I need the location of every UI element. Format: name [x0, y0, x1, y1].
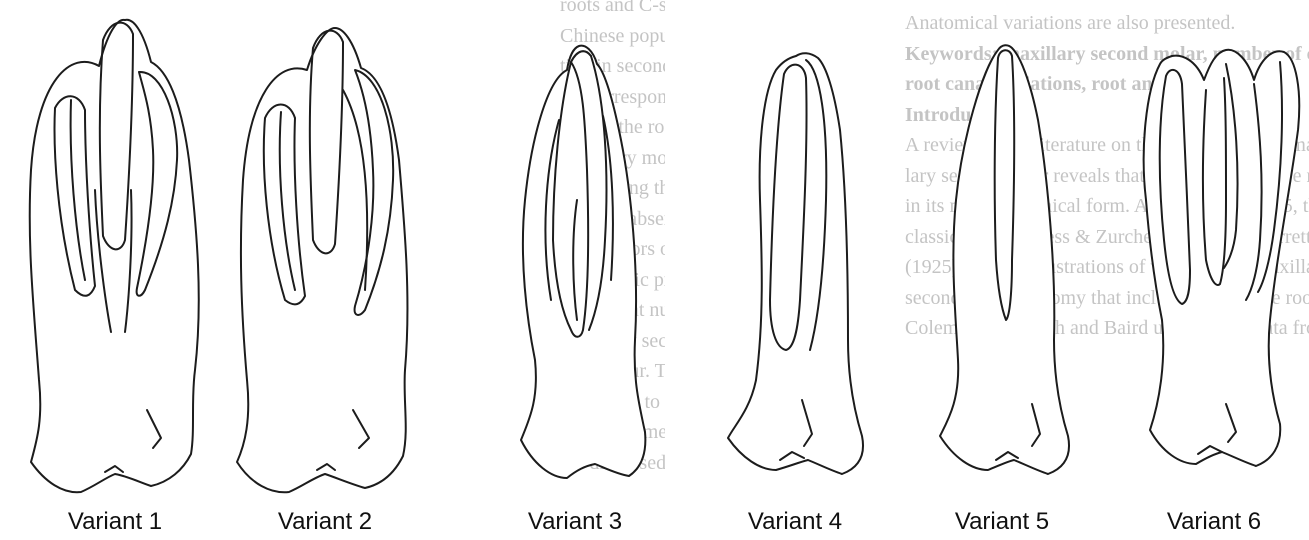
variant-1-label: Variant 1: [35, 508, 195, 536]
variant-5-label: Variant 5: [922, 508, 1082, 536]
tooth-variant-2: [237, 28, 407, 492]
variant-3-label: Variant 3: [495, 508, 655, 536]
variant-2-label: Variant 2: [245, 508, 405, 536]
tooth-variant-1: [30, 20, 199, 492]
tooth-variant-3: [521, 46, 645, 478]
variant-6-label: Variant 6: [1134, 508, 1294, 536]
tooth-variant-5: [940, 45, 1069, 474]
tooth-variant-4: [728, 53, 863, 474]
tooth-variant-6: [1144, 50, 1300, 466]
variant-4-label: Variant 4: [715, 508, 875, 536]
